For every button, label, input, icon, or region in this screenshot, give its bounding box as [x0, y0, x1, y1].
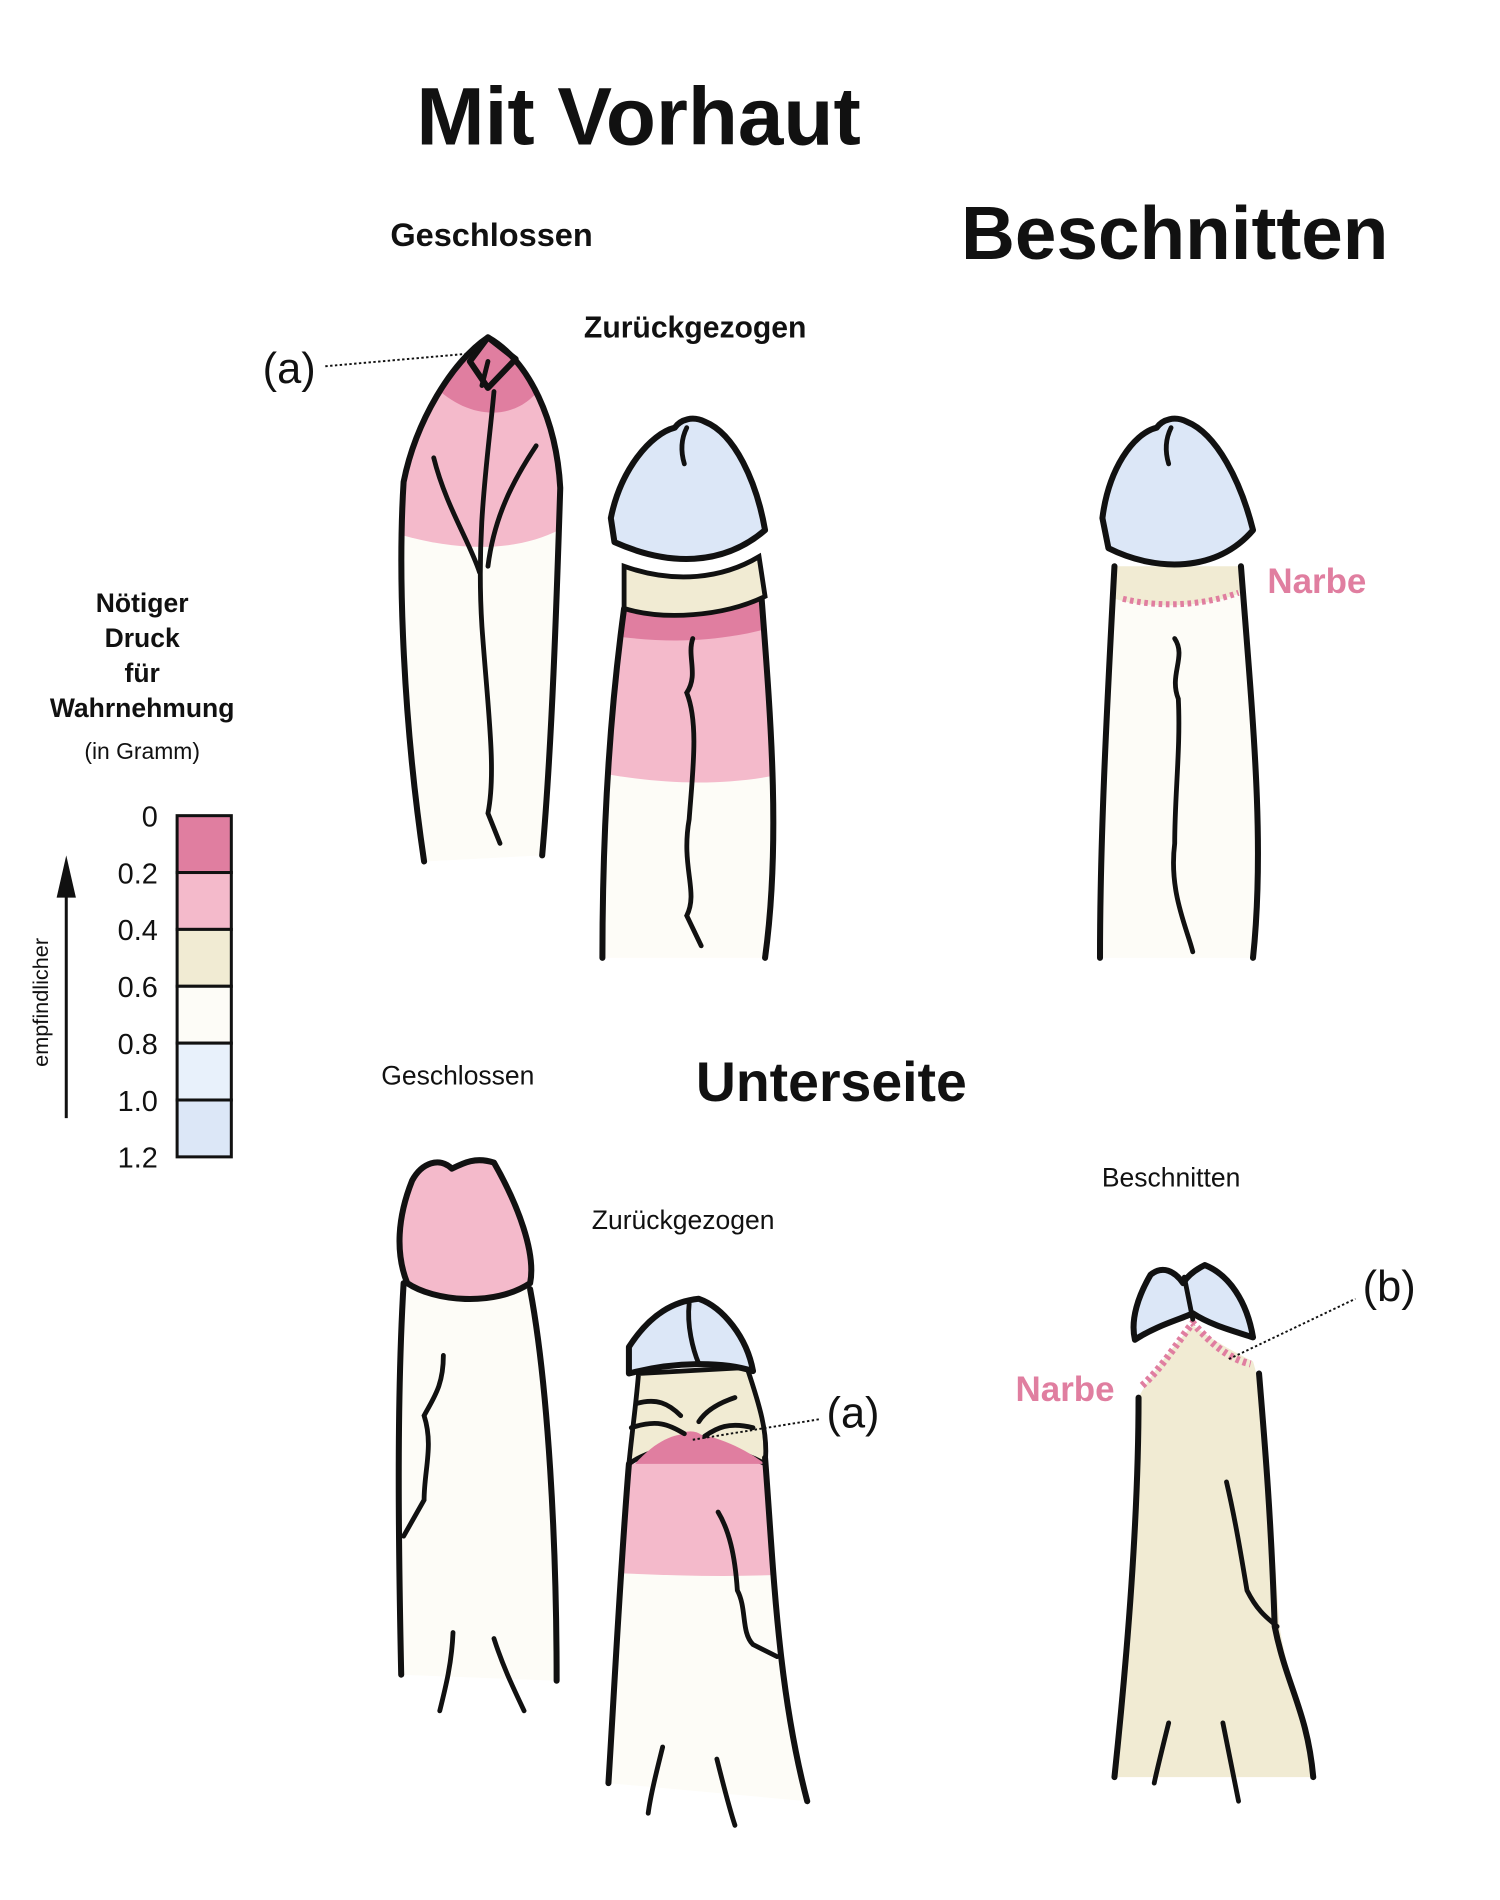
legend-tick-label: 0: [142, 802, 158, 834]
legend-title-line: für: [125, 658, 160, 688]
label-top-closed: Geschlossen: [390, 217, 592, 253]
title-unterseite: Unterseite: [696, 1051, 967, 1113]
label-bottom-retracted: Zurückgezogen: [592, 1205, 775, 1235]
legend-tick-label: 0.4: [118, 915, 158, 947]
title-mit-vorhaut: Mit Vorhaut: [416, 72, 860, 163]
legend-tick-label: 0.2: [118, 858, 158, 890]
illustration-bottom-circumcised: (b) Narbe: [1016, 1262, 1416, 1804]
marker-b: (b): [1363, 1263, 1416, 1311]
label-scar-top: Narbe: [1267, 562, 1366, 601]
label-bottom-closed: Geschlossen: [381, 1060, 534, 1090]
legend-swatch: [175, 927, 233, 988]
legend-unit: (in Gramm): [84, 738, 200, 764]
illustration-top-retracted: [599, 415, 777, 961]
legend-swatch: [175, 871, 233, 931]
illustration-bottom-retracted: (a): [605, 1295, 880, 1828]
legend-arrow-label: empfindlicher: [28, 938, 53, 1067]
legend-tick-label: 1.0: [118, 1086, 158, 1118]
legend-swatch: [175, 1098, 233, 1159]
legend-swatch: [175, 814, 233, 875]
label-scar-bottom: Narbe: [1016, 1370, 1115, 1409]
title-beschnitten: Beschnitten: [961, 191, 1388, 275]
legend: Nötiger Druck für Wahrnehmung (in Gramm)…: [28, 588, 234, 1175]
legend-title-line: Druck: [105, 623, 180, 653]
legend-tick-label: 0.8: [118, 1029, 158, 1061]
legend-title-line: Wahrnehmung: [50, 693, 235, 723]
legend-swatch: [175, 1041, 233, 1102]
illustration-top-closed: (a): [263, 334, 564, 865]
legend-tick-label: 0.6: [118, 972, 158, 1004]
illustration-bottom-closed: [395, 1157, 560, 1714]
legend-title-line: Nötiger: [96, 588, 189, 618]
label-top-retracted: Zurückgezogen: [584, 311, 807, 344]
legend-tick-label: 1.2: [118, 1143, 158, 1175]
arrow-up-icon: [56, 855, 76, 898]
label-bottom-circumcised: Beschnitten: [1102, 1163, 1240, 1193]
illustration-top-circumcised: Narbe: [1096, 415, 1366, 961]
marker-a-bottom: (a): [827, 1390, 880, 1438]
marker-a-top: (a): [263, 345, 316, 393]
legend-swatch: [175, 984, 233, 1045]
